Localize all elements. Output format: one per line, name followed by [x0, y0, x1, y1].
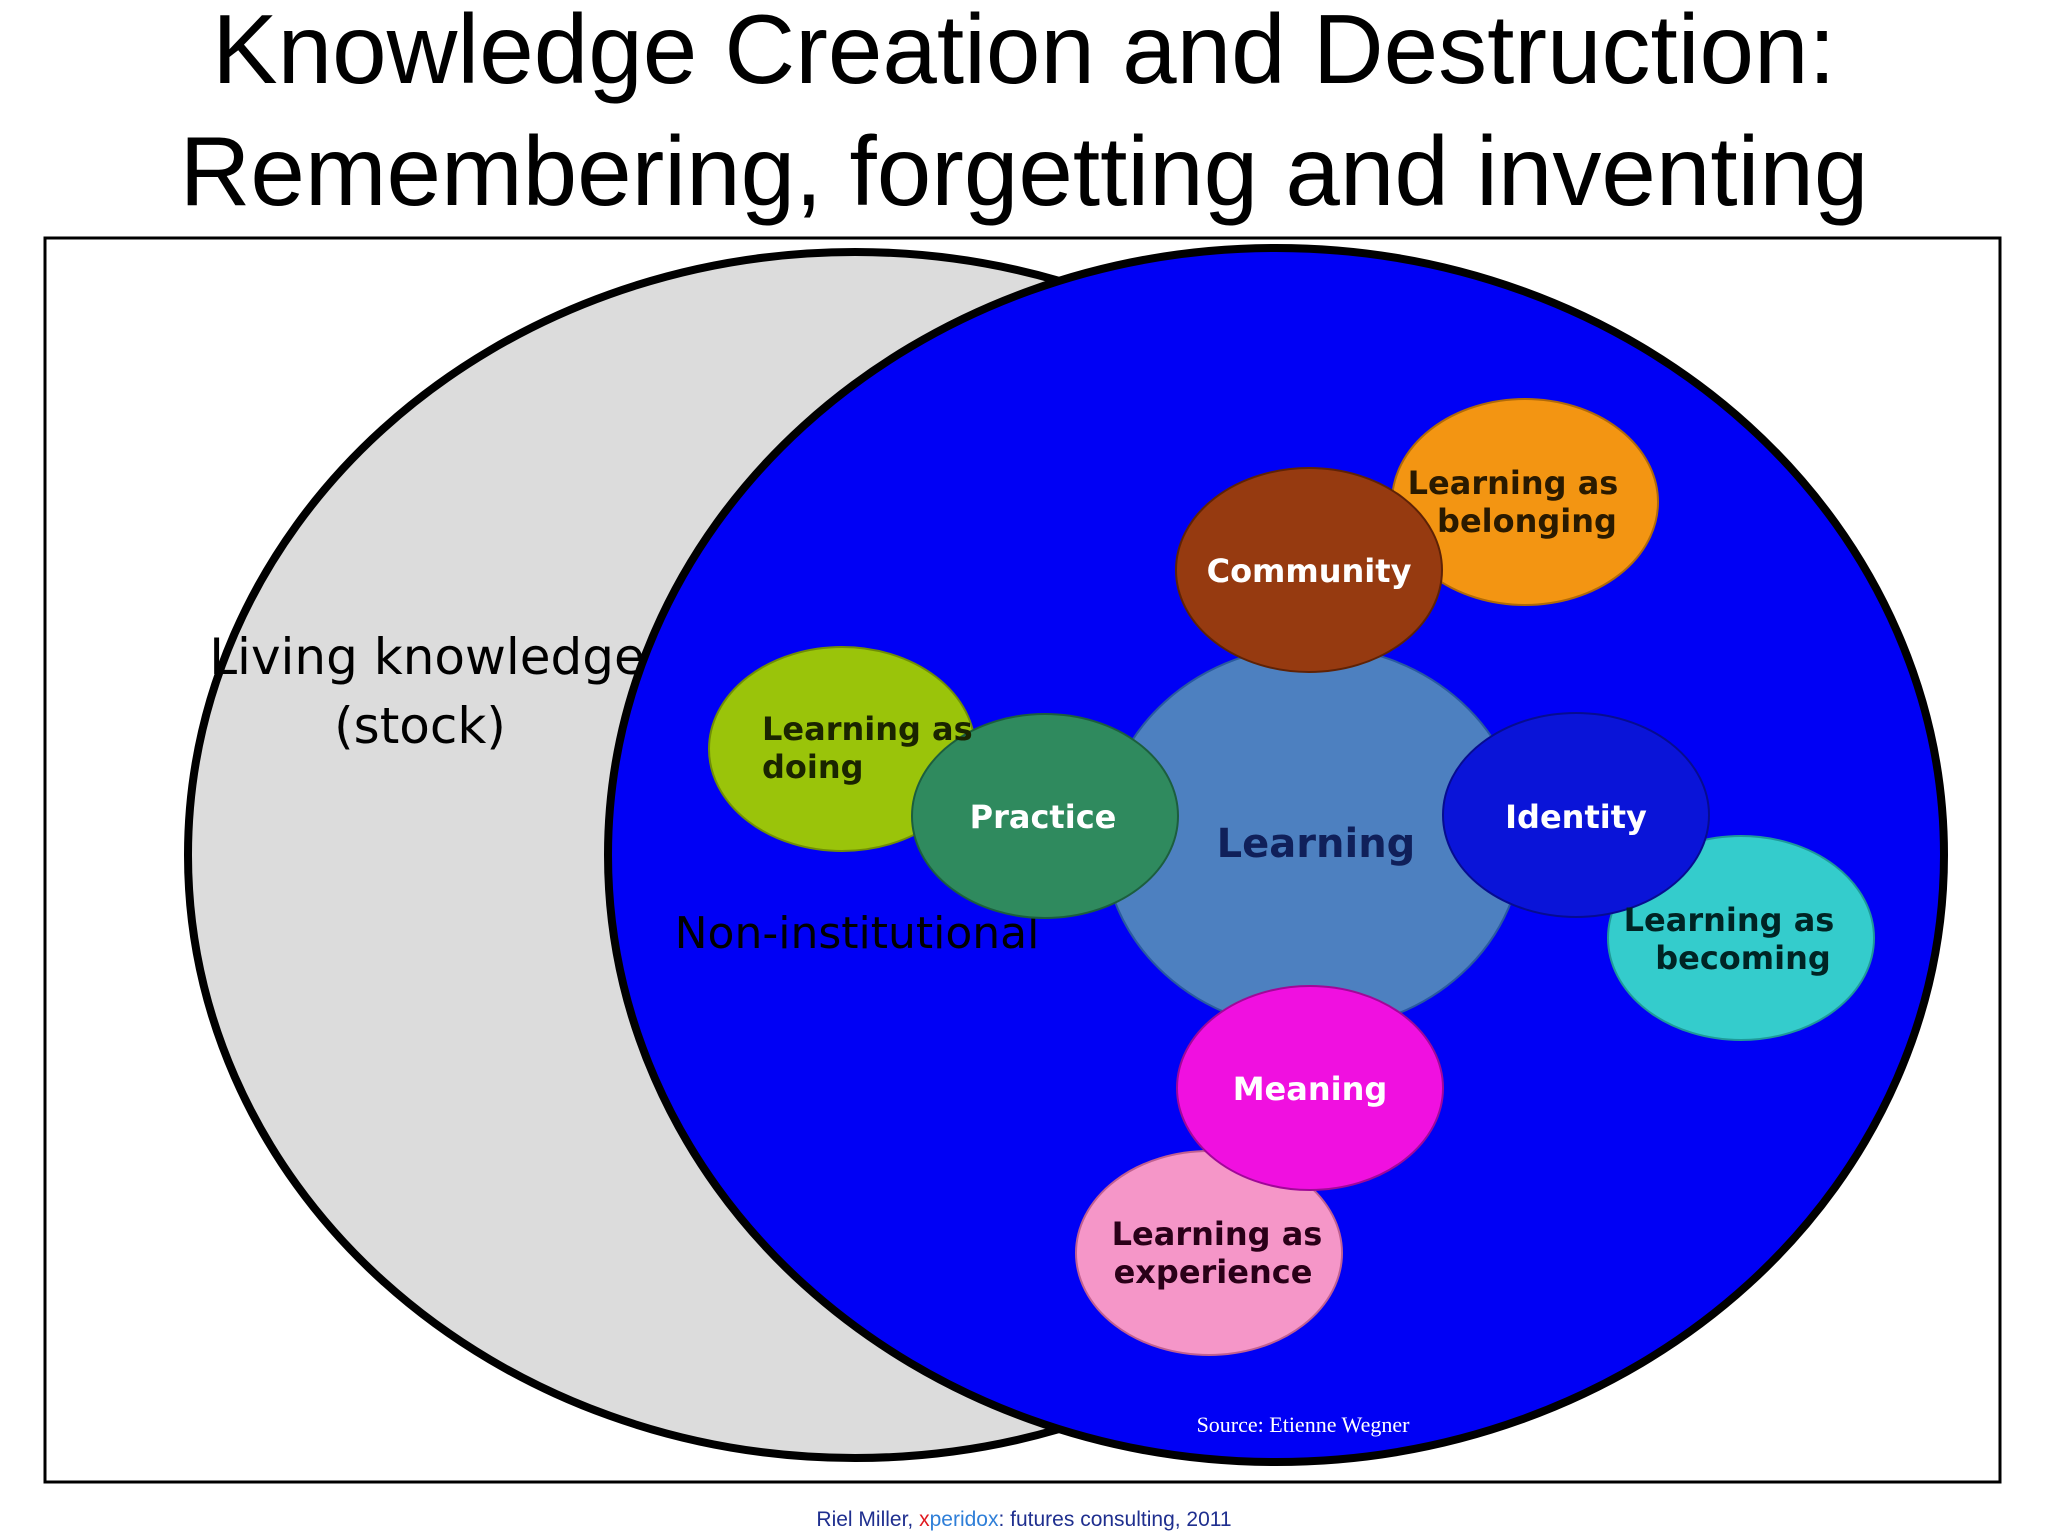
- practice-label: Practice: [970, 798, 1117, 836]
- learning-as-becoming-bubble: [1607, 835, 1875, 1041]
- learning-as-belonging-label-2: belonging: [1437, 502, 1617, 540]
- footer-rest: : futures consulting, 2011: [998, 1508, 1232, 1531]
- community-bubble: [1175, 467, 1443, 673]
- slide-title-line-1: Knowledge Creation and Destruction:: [212, 0, 1836, 104]
- stock-label: (stock): [334, 697, 506, 755]
- living-knowledge-label: Living knowledge: [209, 628, 645, 686]
- learning-center-label: Learning: [1217, 821, 1416, 867]
- identity-bubble: [1442, 712, 1710, 918]
- footer-credit: Riel Miller, xperidox: futures consultin…: [0, 1508, 2048, 1532]
- practice-bubble: [911, 713, 1179, 919]
- diagram-frame: [43, 236, 2002, 1484]
- identity-label: Identity: [1505, 798, 1647, 836]
- learning-as-becoming-label-1: Learning as: [1624, 901, 1835, 939]
- learning-as-belonging-label-1: Learning as: [1408, 464, 1619, 502]
- footer-brand-x: x: [919, 1508, 930, 1531]
- source-credit: Source: Etienne Wegner: [1197, 1412, 1411, 1437]
- learning-as-doing-label-1: Learning as: [762, 710, 973, 748]
- wenger-learning-diagram: Learning Community Practice Identity Mea…: [708, 398, 1875, 1437]
- learning-as-becoming-label-2: becoming: [1655, 939, 1831, 977]
- community-label: Community: [1207, 552, 1412, 590]
- meaning-bubble: [1176, 985, 1444, 1191]
- meaning-label: Meaning: [1233, 1070, 1388, 1108]
- footer-author: Riel Miller,: [816, 1508, 920, 1531]
- learning-as-doing-label-2: doing: [762, 748, 864, 786]
- learning-as-experience-label-1: Learning as: [1112, 1215, 1323, 1253]
- non-institutional-label: Non-institutional: [675, 908, 1040, 959]
- slide-title-line-2: Remembering, forgetting and inventing: [179, 116, 1869, 226]
- learning-as-experience-label-2: experience: [1114, 1253, 1313, 1291]
- footer-brand-peridox: peridox: [929, 1508, 999, 1531]
